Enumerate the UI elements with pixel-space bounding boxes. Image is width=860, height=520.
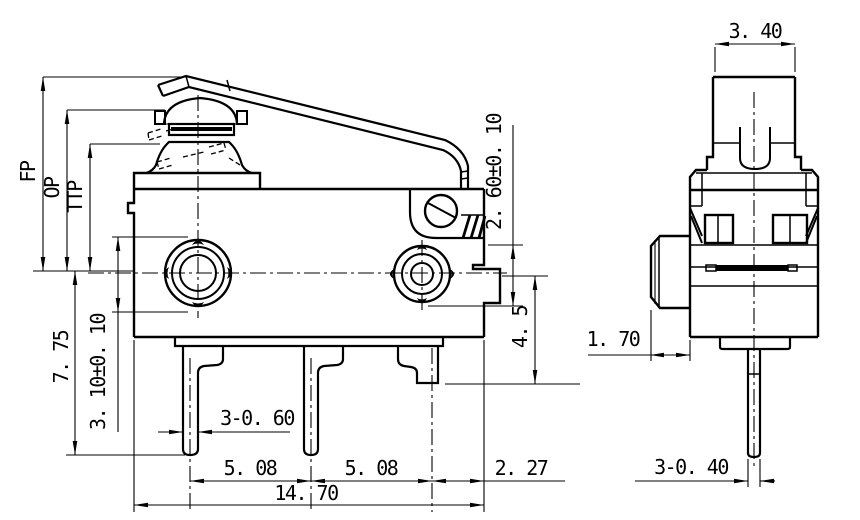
dim-step-height: 4. 5 bbox=[508, 305, 532, 348]
terminal-slot-left bbox=[703, 213, 735, 245]
front-view: FP OP TTP 7. 75 3. 10±0. 10 2. 60±0. 10 … bbox=[16, 74, 580, 512]
side-lever-housing bbox=[705, 75, 803, 171]
screw-slot bbox=[427, 202, 457, 219]
dim-overall-width: 14. 70 bbox=[274, 481, 338, 505]
dim-pin-thickness: 3-0. 40 bbox=[654, 455, 728, 479]
centerlines bbox=[88, 95, 507, 512]
terminal-pins bbox=[181, 346, 440, 457]
dim-hole-to-edge: 2. 60±0. 10 bbox=[482, 114, 506, 230]
pin-1 bbox=[181, 346, 225, 457]
dim-pitch-left: 5. 08 bbox=[224, 456, 277, 480]
side-view: 3. 40 1. 70 3-0. 40 bbox=[587, 19, 820, 487]
hatch-marks bbox=[461, 214, 487, 239]
switch-body bbox=[126, 171, 502, 348]
contact-bar bbox=[716, 265, 788, 271]
side-dimensions: 3. 40 1. 70 3-0. 40 bbox=[587, 19, 796, 487]
fp-label: FP bbox=[16, 160, 40, 183]
op-label: OP bbox=[40, 176, 64, 199]
front-dimensions: FP OP TTP 7. 75 3. 10±0. 10 2. 60±0. 10 … bbox=[16, 76, 580, 512]
lever-arm bbox=[156, 74, 470, 189]
dim-boss-depth: 1. 70 bbox=[587, 327, 640, 351]
dim-edge-offset: 2. 27 bbox=[495, 456, 548, 480]
dim-pin-width: 3-0. 60 bbox=[220, 406, 294, 430]
side-body bbox=[688, 168, 820, 351]
dim-pitch-right: 5. 08 bbox=[345, 456, 398, 480]
dim-body-height: 7. 75 bbox=[49, 330, 73, 383]
ttp-label: TTP bbox=[63, 180, 87, 213]
screw-head-circle bbox=[423, 193, 459, 229]
pin-3 bbox=[396, 346, 440, 385]
dim-lever-width: 3. 40 bbox=[729, 19, 782, 43]
side-plunger bbox=[739, 127, 771, 171]
screw-detail bbox=[408, 189, 487, 240]
side-boss bbox=[649, 234, 690, 310]
clip-hatch bbox=[689, 207, 819, 244]
pin-2 bbox=[302, 346, 345, 457]
dim-hole-diameter: 3. 10±0. 10 bbox=[86, 314, 110, 430]
phantom-position-dashes bbox=[147, 127, 241, 170]
plunger-button bbox=[145, 96, 253, 175]
